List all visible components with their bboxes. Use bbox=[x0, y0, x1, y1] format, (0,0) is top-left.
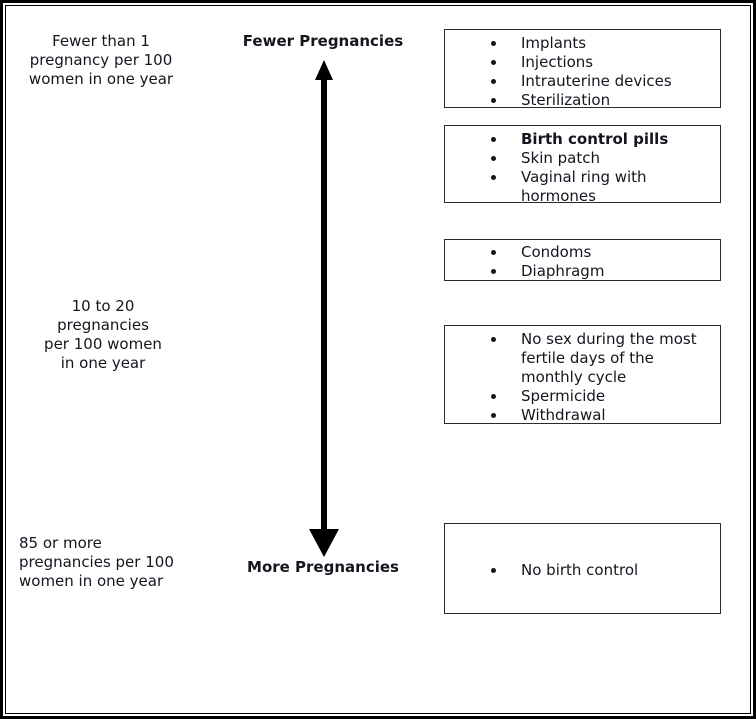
method-item-label: Implants bbox=[521, 34, 587, 52]
method-item: Skin patch bbox=[445, 149, 718, 168]
bullet-icon bbox=[491, 250, 496, 255]
rate-label-line: in one year bbox=[60, 354, 146, 372]
method-item-label: Condoms bbox=[521, 243, 592, 261]
rate-label-line: per 100 women bbox=[44, 335, 162, 353]
method-box-no-birth-control: No birth control bbox=[444, 523, 721, 614]
bullet-icon bbox=[491, 156, 496, 161]
method-box-implants-group: Implants Injections Intrauterine devices… bbox=[444, 29, 721, 110]
method-item: Sterilization bbox=[445, 91, 718, 110]
method-item-label: Skin patch bbox=[521, 149, 600, 167]
method-item: No sex during the most fertile days of t… bbox=[445, 330, 718, 387]
bullet-icon bbox=[491, 568, 496, 573]
axis-label-more-pregnancies: More Pregnancies bbox=[247, 558, 399, 576]
method-box-hormonal-group: Birth control pills Skin patch Vaginal r… bbox=[444, 125, 721, 206]
rate-label-line: 10 to 20 bbox=[71, 297, 135, 315]
rate-label-line: women in one year bbox=[28, 70, 174, 88]
method-item-label: Vaginal ring with hormones bbox=[521, 168, 647, 205]
method-item-label: No birth control bbox=[521, 561, 639, 579]
rate-label-middle: 10 to 20 pregnancies per 100 women in on… bbox=[23, 297, 183, 373]
rate-label-fewest: Fewer than 1 pregnancy per 100 women in … bbox=[20, 32, 182, 89]
rate-label-line: 85 or more bbox=[19, 534, 102, 552]
rate-label-line: pregnancies per 100 bbox=[19, 553, 174, 571]
method-item: Diaphragm bbox=[445, 262, 718, 281]
method-item-label: Injections bbox=[521, 53, 594, 71]
bullet-icon bbox=[491, 413, 496, 418]
method-item: Spermicide bbox=[445, 387, 718, 406]
rate-label-line: Fewer than 1 bbox=[52, 32, 150, 50]
bullet-icon bbox=[491, 175, 496, 180]
method-item-label: Intrauterine devices bbox=[521, 72, 672, 90]
method-item-label: Birth control pills bbox=[521, 130, 669, 148]
method-item: Intrauterine devices bbox=[445, 72, 718, 91]
bullet-icon bbox=[491, 98, 496, 103]
method-item: Withdrawal bbox=[445, 406, 718, 425]
method-item-label: No sex during the most fertile days of t… bbox=[521, 330, 697, 386]
double-arrow-icon bbox=[309, 60, 339, 557]
method-box-barrier-group: Condoms Diaphragm bbox=[444, 239, 721, 281]
bullet-icon bbox=[491, 337, 496, 342]
rate-label-line: women in one year bbox=[19, 572, 164, 590]
method-item-label: Withdrawal bbox=[521, 406, 606, 424]
method-item-label: Diaphragm bbox=[521, 262, 605, 280]
method-item: Condoms bbox=[445, 243, 718, 262]
method-item: Implants bbox=[445, 34, 718, 53]
bullet-icon bbox=[491, 60, 496, 65]
method-item: No birth control bbox=[445, 561, 718, 580]
bullet-icon bbox=[491, 137, 496, 142]
rate-label-most: 85 or more pregnancies per 100 women in … bbox=[19, 534, 204, 591]
rate-label-line: pregnancies bbox=[57, 316, 149, 334]
bullet-icon bbox=[491, 269, 496, 274]
rate-label-line: pregnancy per 100 bbox=[29, 51, 173, 69]
bullet-icon bbox=[491, 394, 496, 399]
bullet-icon bbox=[491, 79, 496, 84]
method-item: Injections bbox=[445, 53, 718, 72]
method-item-label: Spermicide bbox=[521, 387, 606, 405]
method-item: Birth control pills bbox=[445, 130, 718, 149]
bullet-icon bbox=[491, 41, 496, 46]
axis-label-fewer-pregnancies: Fewer Pregnancies bbox=[242, 32, 404, 50]
method-item: Vaginal ring with hormones bbox=[445, 168, 718, 206]
method-item-label: Sterilization bbox=[521, 91, 611, 109]
method-box-behavioral-group: No sex during the most fertile days of t… bbox=[444, 325, 721, 424]
